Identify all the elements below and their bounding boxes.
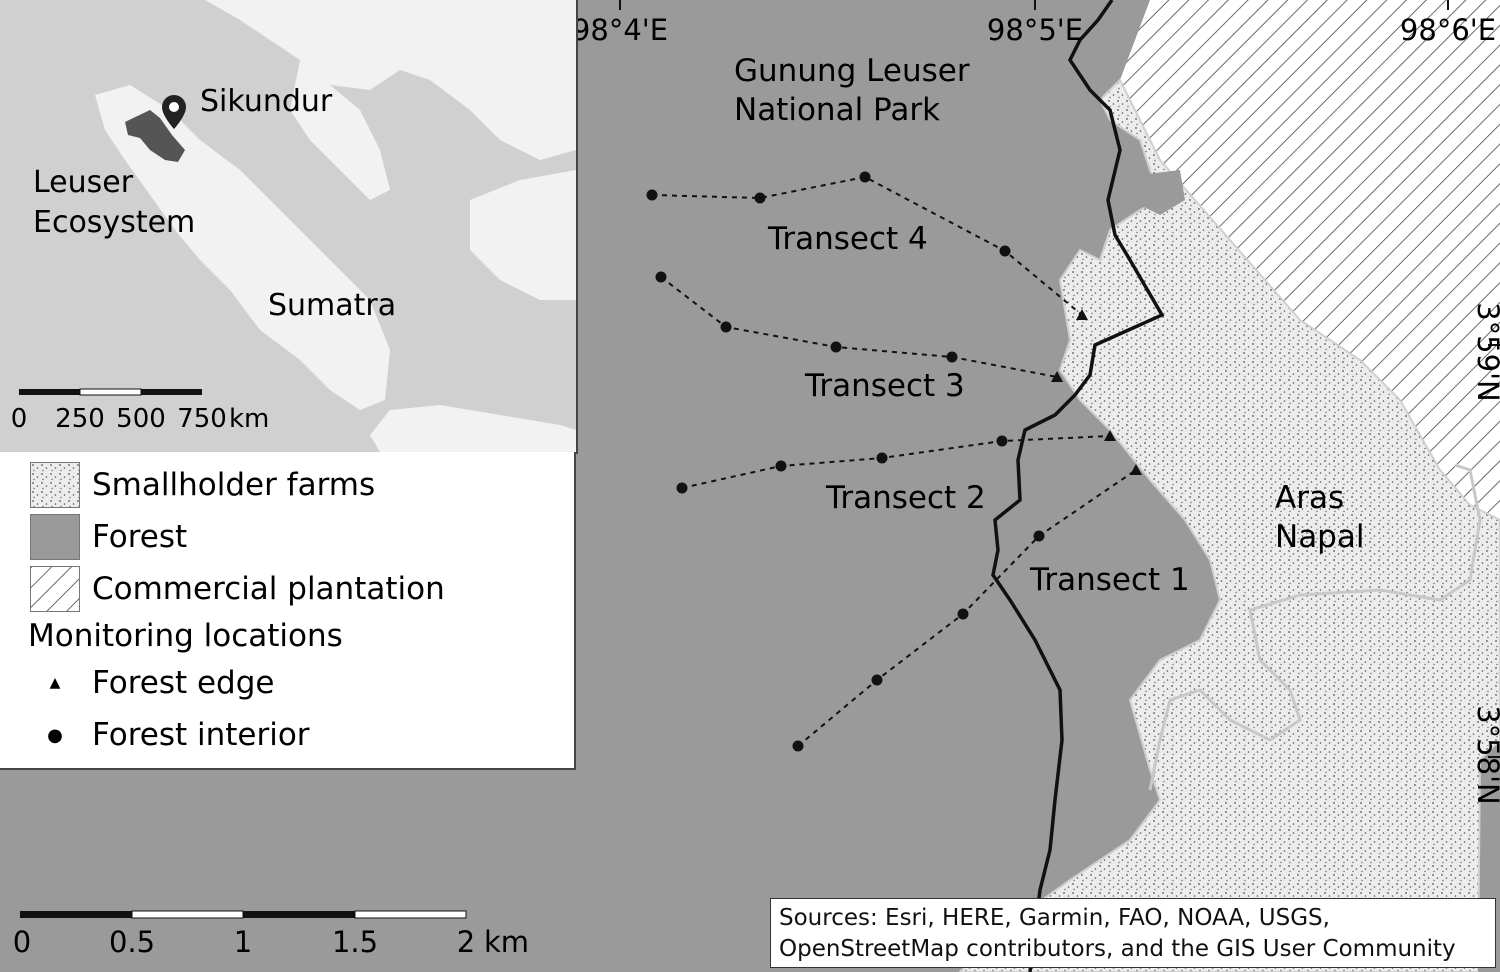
legend-item-farms: Smallholder farms [30,462,375,508]
forest-interior-point [996,435,1008,447]
scale-bar: 0 0.5 1 1.5 2 km [13,910,529,959]
island-label: Sumatra [268,288,396,323]
longitude-label: 98°4'E [572,13,668,47]
transect-2-line [676,430,1116,494]
attribution-box: Sources: Esri, HERE, Garmin, FAO, NOAA, … [770,898,1496,968]
forest-edge-point [1104,430,1116,441]
legend-label: Smallholder farms [92,467,376,503]
dot-icon: ● [47,724,63,746]
legend-item-plantation: Commercial plantation [30,566,445,612]
forest-edge-point [1130,464,1142,475]
scale-tick-label: 1.5 [332,925,378,959]
forest-patch [1130,170,1185,215]
transect-label: Transect 1 [1029,562,1190,598]
scale-tick-label: 0 [13,925,31,959]
legend-label: Forest interior [92,717,310,753]
inset-scale-tick: 0 [11,404,28,434]
peninsula [290,60,390,200]
forest-interior-point [646,189,658,201]
transect-1-line [792,464,1142,752]
forest-swatch [30,514,80,560]
inset-map: Sikundur Leuser Ecosystem Sumatra 0 250 … [0,0,578,454]
forest-edge-point [1051,371,1063,382]
transect-4-line [646,171,1088,320]
site-label: Sikundur [200,84,333,119]
transect-label: Transect 4 [767,221,928,257]
park-label-text-line2: National Park [734,92,940,128]
map-pin-icon [162,95,186,129]
forest-interior-point [676,482,688,494]
inset-scale-bar: 0 250 500 750 km [11,388,269,434]
village-label-line: Napal [1275,519,1364,555]
legend-item-forest: Forest [30,514,187,560]
inset-scale-tick: 250 [55,404,105,434]
latitude-label: 3°58'N [1471,705,1500,805]
forest-interior-point [957,608,969,620]
ecosystem-label-text: Leuser [33,165,134,200]
plantation-area [1120,0,1500,520]
scale-tick-label: 0.5 [109,925,155,959]
forest-interior-point [792,740,804,752]
legend-label: Commercial plantation [92,571,445,607]
forest-interior-point [859,171,871,183]
forest-interior-point [720,321,732,333]
forest-interior-point [871,674,883,686]
legend-heading-text: Monitoring locations [28,618,343,654]
ecosystem-label-text-line2: Ecosystem [33,205,195,240]
longitude-label: 98°6'E [1400,13,1496,47]
leuser-ecosystem-shape [125,110,185,162]
park-label: Gunung Leuser National Park [734,53,979,128]
forest-interior-point [775,460,787,472]
smallholder-farms-area [958,78,1500,972]
forest-interior-point [946,351,958,363]
plantation-swatch [30,566,80,612]
transect-label: Transect 2 [825,480,986,516]
forest-interior-point [999,245,1011,257]
ecosystem-label: Leuser Ecosystem [33,165,195,240]
transect-3-line [655,271,1063,382]
river [1148,463,1482,791]
triangle-icon: ▲ [49,675,61,691]
legend-label: Forest [92,519,188,555]
inset-scale-tick: 500 [116,404,166,434]
longitude-label: 98°5'E [987,13,1083,47]
inset-scale-tick: 750 [177,404,227,434]
sumatra [95,85,390,410]
forest-interior-point [830,341,842,353]
inset-scale-unit: km [229,404,269,434]
village-label-line: Aras [1275,480,1344,516]
legend-heading: Monitoring locations [28,618,343,654]
scale-tick-label: 2 [457,925,475,959]
legend-label: Forest edge [92,665,275,701]
mainland [205,0,576,160]
transect-label: Transect 3 [804,368,965,404]
legend: Smallholder farms Forest Commercial plan… [0,452,576,770]
park-boundary [991,0,1165,972]
forest-interior-point [655,271,667,283]
latitude-label: 3°59'N [1471,302,1500,402]
legend-item-forest-interior: ● Forest interior [30,717,310,753]
forest-interior-point [1033,530,1045,542]
park-label-text: Gunung Leuser [734,53,970,89]
attribution-text: Sources: Esri, HERE, Garmin, FAO, NOAA, … [779,905,1456,962]
forest-edge-point [1076,309,1088,320]
farms-swatch [30,462,80,508]
scale-tick-label: 1 [234,925,252,959]
scale-unit: km [484,925,529,959]
inset-map-svg: Sikundur Leuser Ecosystem Sumatra 0 250 … [0,0,576,452]
forest-interior-point [876,452,888,464]
forest-interior-point [754,192,766,204]
legend-item-forest-edge: ▲ Forest edge [30,665,275,701]
borneo [470,170,576,300]
java [370,405,576,452]
